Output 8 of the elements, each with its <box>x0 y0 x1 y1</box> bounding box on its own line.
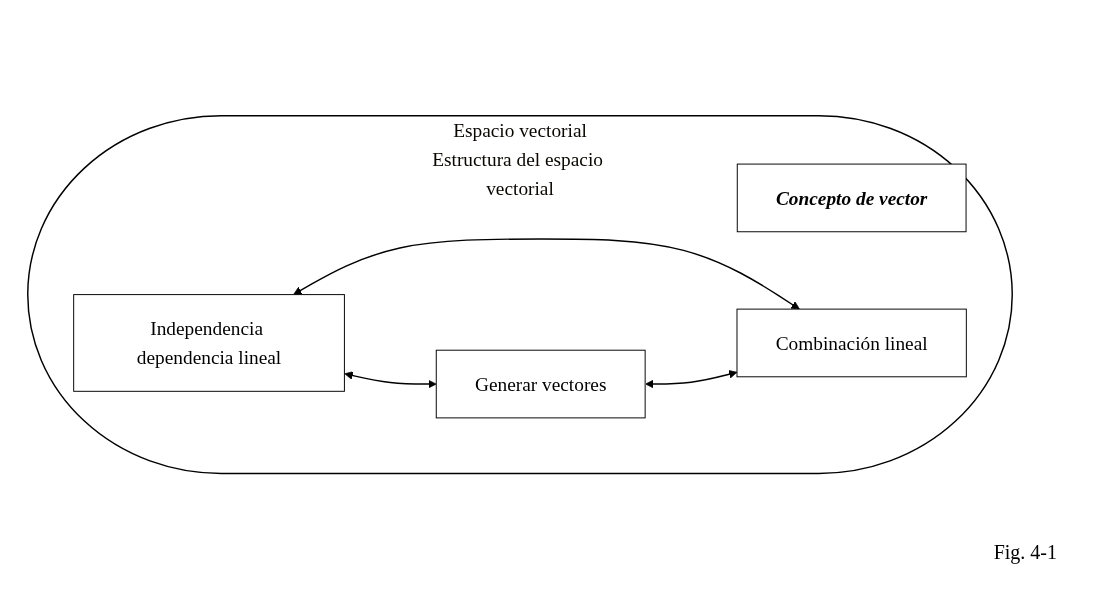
arrow <box>645 370 738 389</box>
node-box: Generar vectores <box>435 350 646 419</box>
figure-caption: Fig. 4-1 <box>993 541 1057 564</box>
node-box: Concepto de vector <box>736 164 967 233</box>
node-box: Combinación lineal <box>736 309 967 378</box>
node-box: Independencia dependencia lineal <box>73 294 345 393</box>
arrow <box>293 238 800 310</box>
arrow <box>344 371 437 389</box>
